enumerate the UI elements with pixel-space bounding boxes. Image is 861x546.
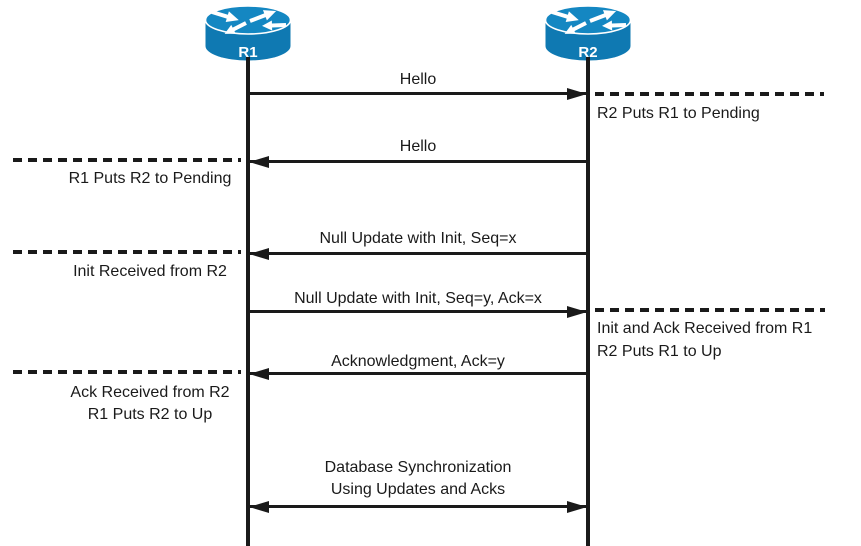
note-r1-puts-r2-up: R1 Puts R2 to Up bbox=[87, 406, 213, 423]
event-dash-init-received bbox=[13, 250, 241, 254]
router-arrows-icon bbox=[211, 10, 287, 34]
null-update-init-arrow bbox=[250, 252, 586, 255]
hello-r2-to-r1-arrow bbox=[250, 160, 586, 163]
message-label-null-update-init-ack: Null Update with Init, Seq=y, Ack=x bbox=[294, 290, 542, 307]
acknowledgment-arrow bbox=[250, 372, 586, 375]
message-label-null-update-init: Null Update with Init, Seq=x bbox=[319, 230, 517, 247]
hello-r1-to-r2-arrow bbox=[250, 92, 586, 95]
note-ack-received-from-r2: Ack Received from R2 bbox=[70, 384, 230, 401]
router-label: R2 bbox=[578, 44, 597, 61]
event-dash-r1-pending bbox=[13, 158, 241, 162]
r2-lifeline bbox=[586, 57, 590, 546]
database-sync-arrow bbox=[250, 505, 586, 508]
message-label-db-sync-line1: Database Synchronization bbox=[324, 459, 512, 476]
r1-lifeline bbox=[246, 57, 250, 546]
router-r2-icon: R2 bbox=[545, 5, 631, 61]
event-dash-ack-received bbox=[13, 370, 241, 374]
null-update-init-ack-arrow bbox=[250, 310, 586, 313]
message-label-acknowledgment: Acknowledgment, Ack=y bbox=[331, 353, 505, 370]
note-init-ack-received-from-r1: Init and Ack Received from R1 bbox=[597, 320, 813, 337]
message-label-hello-1: Hello bbox=[399, 71, 437, 88]
message-label-hello-2: Hello bbox=[399, 138, 437, 155]
note-r2-puts-r1-up: R2 Puts R1 to Up bbox=[597, 343, 722, 360]
note-init-received-from-r2: Init Received from R2 bbox=[73, 263, 227, 280]
note-r1-puts-r2-pending: R1 Puts R2 to Pending bbox=[68, 170, 232, 187]
note-r2-puts-r1-pending: R2 Puts R1 to Pending bbox=[597, 105, 760, 122]
event-dash-r2-pending bbox=[595, 92, 824, 96]
router-arrows-icon bbox=[551, 10, 627, 34]
router-r1-icon: R1 bbox=[205, 5, 291, 61]
router-label: R1 bbox=[238, 44, 257, 61]
event-dash-init-ack-received bbox=[595, 308, 825, 312]
message-label-db-sync-line2: Using Updates and Acks bbox=[330, 481, 506, 498]
